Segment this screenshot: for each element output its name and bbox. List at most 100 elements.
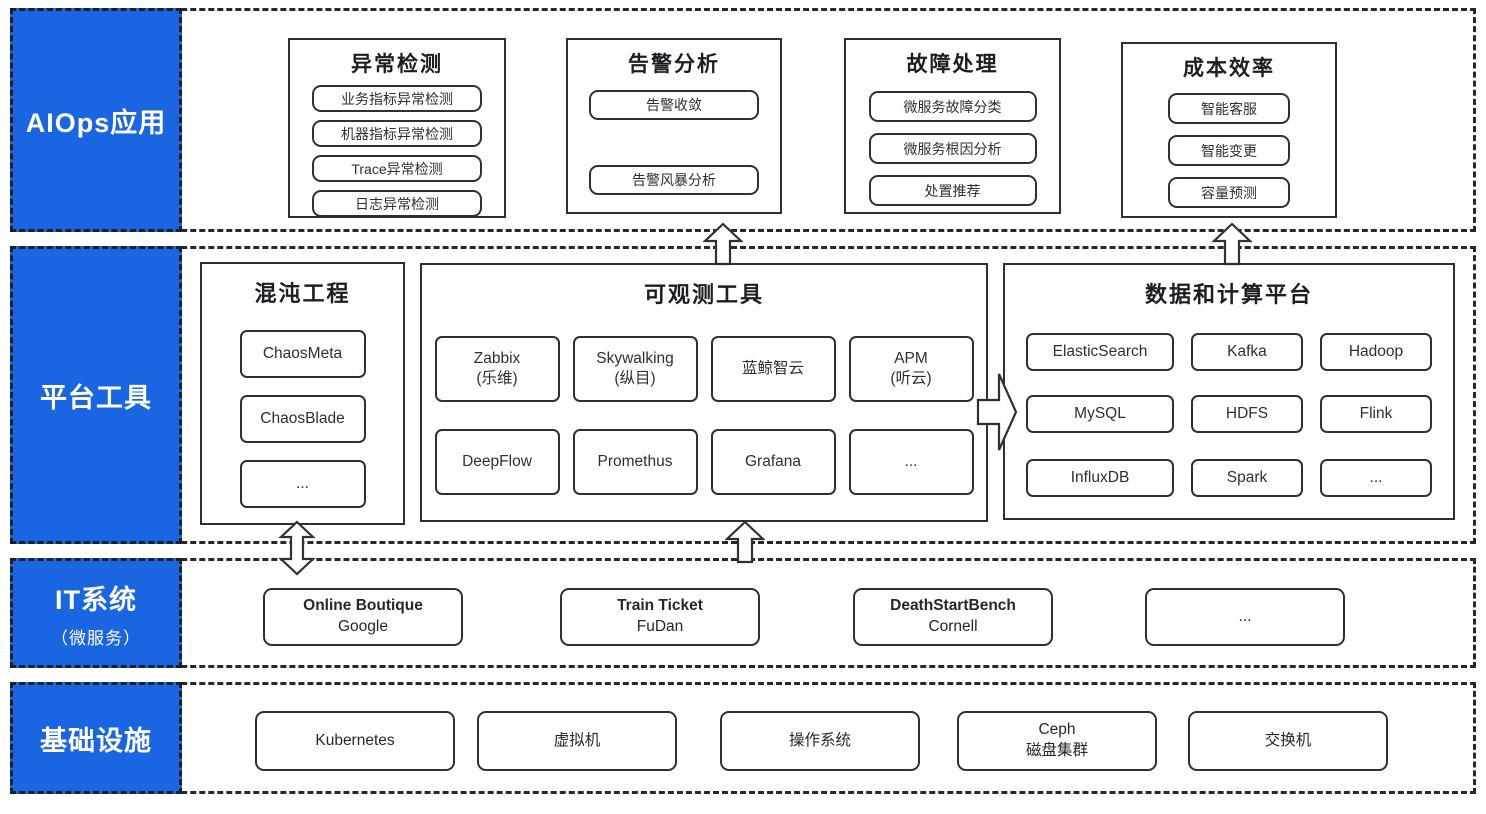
group-fault-handling: 故障处理 微服务故障分类 微服务根因分析 处置推荐 — [844, 38, 1061, 214]
tool-skywalking-sub: (纵目) — [614, 370, 656, 387]
tool-flink: Flink — [1320, 395, 1432, 433]
itsystem-deathstartbench: DeathStartBench Cornell — [853, 588, 1053, 646]
tool-skywalking: Skywalking (纵目) — [572, 336, 698, 402]
itsystem-online-boutique: Online Boutique Google — [263, 588, 463, 646]
tool-grafana-name: Grafana — [744, 452, 801, 470]
infra-kubernetes: Kubernetes — [255, 711, 455, 771]
tool-chaosblade: ChaosBlade — [239, 395, 366, 443]
tool-chaosmeta: ChaosMeta — [239, 330, 366, 378]
tool-apm-sub: (听云) — [890, 370, 932, 387]
tool-apm: APM (听云) — [848, 336, 974, 402]
group-cost-efficiency-title: 成本效率 — [1183, 57, 1275, 80]
tool-data-platform-more: ... — [1320, 459, 1432, 497]
group-alert-analysis-items: 告警收敛 告警风暴分析 — [568, 90, 780, 195]
tool-kafka: Kafka — [1191, 333, 1303, 371]
infra-operating-system-name: 操作系统 — [788, 731, 851, 749]
tool-chaos-more: ... — [239, 460, 366, 508]
infra-ceph-disk-cluster: Ceph 磁盘集群 — [957, 711, 1157, 771]
pill-business-metric-anomaly: 业务指标异常检测 — [312, 85, 482, 112]
pill-microservice-root-cause: 微服务根因分析 — [868, 133, 1037, 164]
band-label-it-systems: IT系统 （微服务） — [10, 558, 182, 668]
pill-microservice-fault-classification: 微服务故障分类 — [868, 91, 1037, 122]
band-label-infrastructure: 基础设施 — [10, 682, 182, 794]
tool-spark: Spark — [1191, 459, 1303, 497]
itsystem-train-ticket: Train Ticket FuDan — [560, 588, 760, 646]
tool-observability-more: ... — [848, 429, 974, 495]
observability-row-2: DeepFlow Promethus Grafana ... — [422, 429, 986, 495]
pill-remediation-recommendation: 处置推荐 — [868, 175, 1037, 206]
group-anomaly-detection-title: 异常检测 — [351, 53, 443, 76]
group-observability-tools: 可观测工具 Zabbix (乐维) Skywalking (纵目) 蓝鲸智云 A… — [420, 263, 988, 522]
tool-skywalking-name: Skywalking — [596, 349, 674, 367]
up-arrow-icon-observability-to-alert — [703, 222, 743, 266]
tool-observability-more-name: ... — [904, 452, 918, 470]
band-label-it-systems-subtext: （微服务） — [51, 628, 141, 648]
tool-apm-name: APM — [894, 349, 928, 367]
group-anomaly-detection-items: 业务指标异常检测 机器指标异常检测 Trace异常检测 日志异常检测 — [290, 85, 504, 217]
itsystem-train-ticket-name: Train Ticket — [617, 597, 703, 615]
tool-influxdb: InfluxDB — [1026, 459, 1174, 497]
group-chaos-engineering-title: 混沌工程 — [254, 281, 351, 306]
itsystem-more-name: ... — [1238, 607, 1252, 625]
band-label-aiops-apps: AIOps应用 — [10, 8, 182, 232]
band-label-infrastructure-text: 基础设施 — [40, 725, 152, 756]
group-fault-handling-items: 微服务故障分类 微服务根因分析 处置推荐 — [846, 91, 1059, 206]
up-arrow-icon-itsystems-to-observability — [725, 520, 765, 564]
infra-operating-system: 操作系统 — [720, 711, 920, 771]
tool-promethus-name: Promethus — [597, 452, 673, 470]
tool-mysql: MySQL — [1026, 395, 1174, 433]
itsystem-deathstartbench-name: DeathStartBench — [890, 597, 1016, 615]
band-label-it-systems-text: IT系统 — [55, 584, 137, 615]
infra-virtual-machine: 虚拟机 — [477, 711, 677, 771]
itsystem-online-boutique-org: Google — [338, 618, 388, 635]
pill-alert-storm-analysis: 告警风暴分析 — [589, 165, 759, 195]
pill-machine-metric-anomaly: 机器指标异常检测 — [312, 120, 482, 147]
data-platform-row-1: ElasticSearch Kafka Hadoop — [1005, 333, 1453, 371]
pill-intelligent-customer-service: 智能客服 — [1168, 93, 1290, 124]
group-cost-efficiency: 成本效率 智能客服 智能变更 容量预测 — [1121, 42, 1337, 218]
tool-grafana: Grafana — [710, 429, 836, 495]
pill-capacity-forecast: 容量预测 — [1168, 177, 1290, 208]
itsystem-online-boutique-name: Online Boutique — [303, 597, 423, 615]
group-cost-efficiency-items: 智能客服 智能变更 容量预测 — [1123, 93, 1335, 208]
tool-hadoop: Hadoop — [1320, 333, 1432, 371]
pill-trace-anomaly: Trace异常检测 — [312, 155, 482, 182]
group-anomaly-detection: 异常检测 业务指标异常检测 机器指标异常检测 Trace异常检测 日志异常检测 — [288, 38, 506, 218]
tool-deepflow-name: DeepFlow — [462, 452, 532, 470]
group-chaos-engineering: 混沌工程 ChaosMeta ChaosBlade ... — [200, 262, 405, 525]
double-vertical-arrow-icon-chaos-to-itsystems — [278, 520, 316, 576]
tool-hdfs: HDFS — [1191, 395, 1303, 433]
group-fault-handling-title: 故障处理 — [906, 53, 999, 76]
right-arrow-icon-observability-to-dataplatform — [976, 373, 1018, 451]
tool-zabbix: Zabbix (乐维) — [434, 336, 560, 402]
tool-promethus: Promethus — [572, 429, 698, 495]
data-platform-row-3: InfluxDB Spark ... — [1005, 459, 1453, 497]
tool-zabbix-name: Zabbix — [473, 349, 521, 367]
group-alert-analysis: 告警分析 告警收敛 告警风暴分析 — [566, 38, 782, 214]
group-alert-analysis-title: 告警分析 — [628, 53, 720, 76]
group-observability-tools-title: 可观测工具 — [643, 282, 764, 307]
group-data-compute-platform-title: 数据和计算平台 — [1144, 282, 1313, 307]
band-label-platform-tools-text: 平台工具 — [40, 382, 152, 413]
infra-ceph-sub: 磁盘集群 — [1025, 742, 1088, 759]
tool-elasticsearch: ElasticSearch — [1026, 333, 1174, 371]
tool-deepflow: DeepFlow — [434, 429, 560, 495]
band-label-aiops-apps-text: AIOps应用 — [25, 107, 167, 138]
pill-alert-convergence: 告警收敛 — [589, 90, 759, 120]
itsystem-more: ... — [1145, 588, 1345, 646]
observability-row-1: Zabbix (乐维) Skywalking (纵目) 蓝鲸智云 APM (听云… — [422, 336, 986, 402]
tool-zabbix-sub: (乐维) — [476, 370, 518, 387]
band-label-platform-tools: 平台工具 — [10, 246, 182, 544]
group-data-compute-platform: 数据和计算平台 ElasticSearch Kafka Hadoop MySQL… — [1003, 263, 1455, 520]
up-arrow-icon-dataplatform-to-cost — [1212, 222, 1252, 266]
infra-ceph-name: Ceph — [1038, 721, 1076, 739]
itsystem-deathstartbench-org: Cornell — [928, 618, 978, 635]
itsystem-train-ticket-org: FuDan — [636, 618, 684, 635]
group-chaos-engineering-items: ChaosMeta ChaosBlade ... — [202, 330, 403, 508]
pill-log-anomaly: 日志异常检测 — [312, 190, 482, 217]
data-platform-row-2: MySQL HDFS Flink — [1005, 395, 1453, 433]
infra-kubernetes-name: Kubernetes — [315, 731, 395, 749]
pill-intelligent-change: 智能变更 — [1168, 135, 1290, 166]
infra-switch: 交换机 — [1188, 711, 1388, 771]
